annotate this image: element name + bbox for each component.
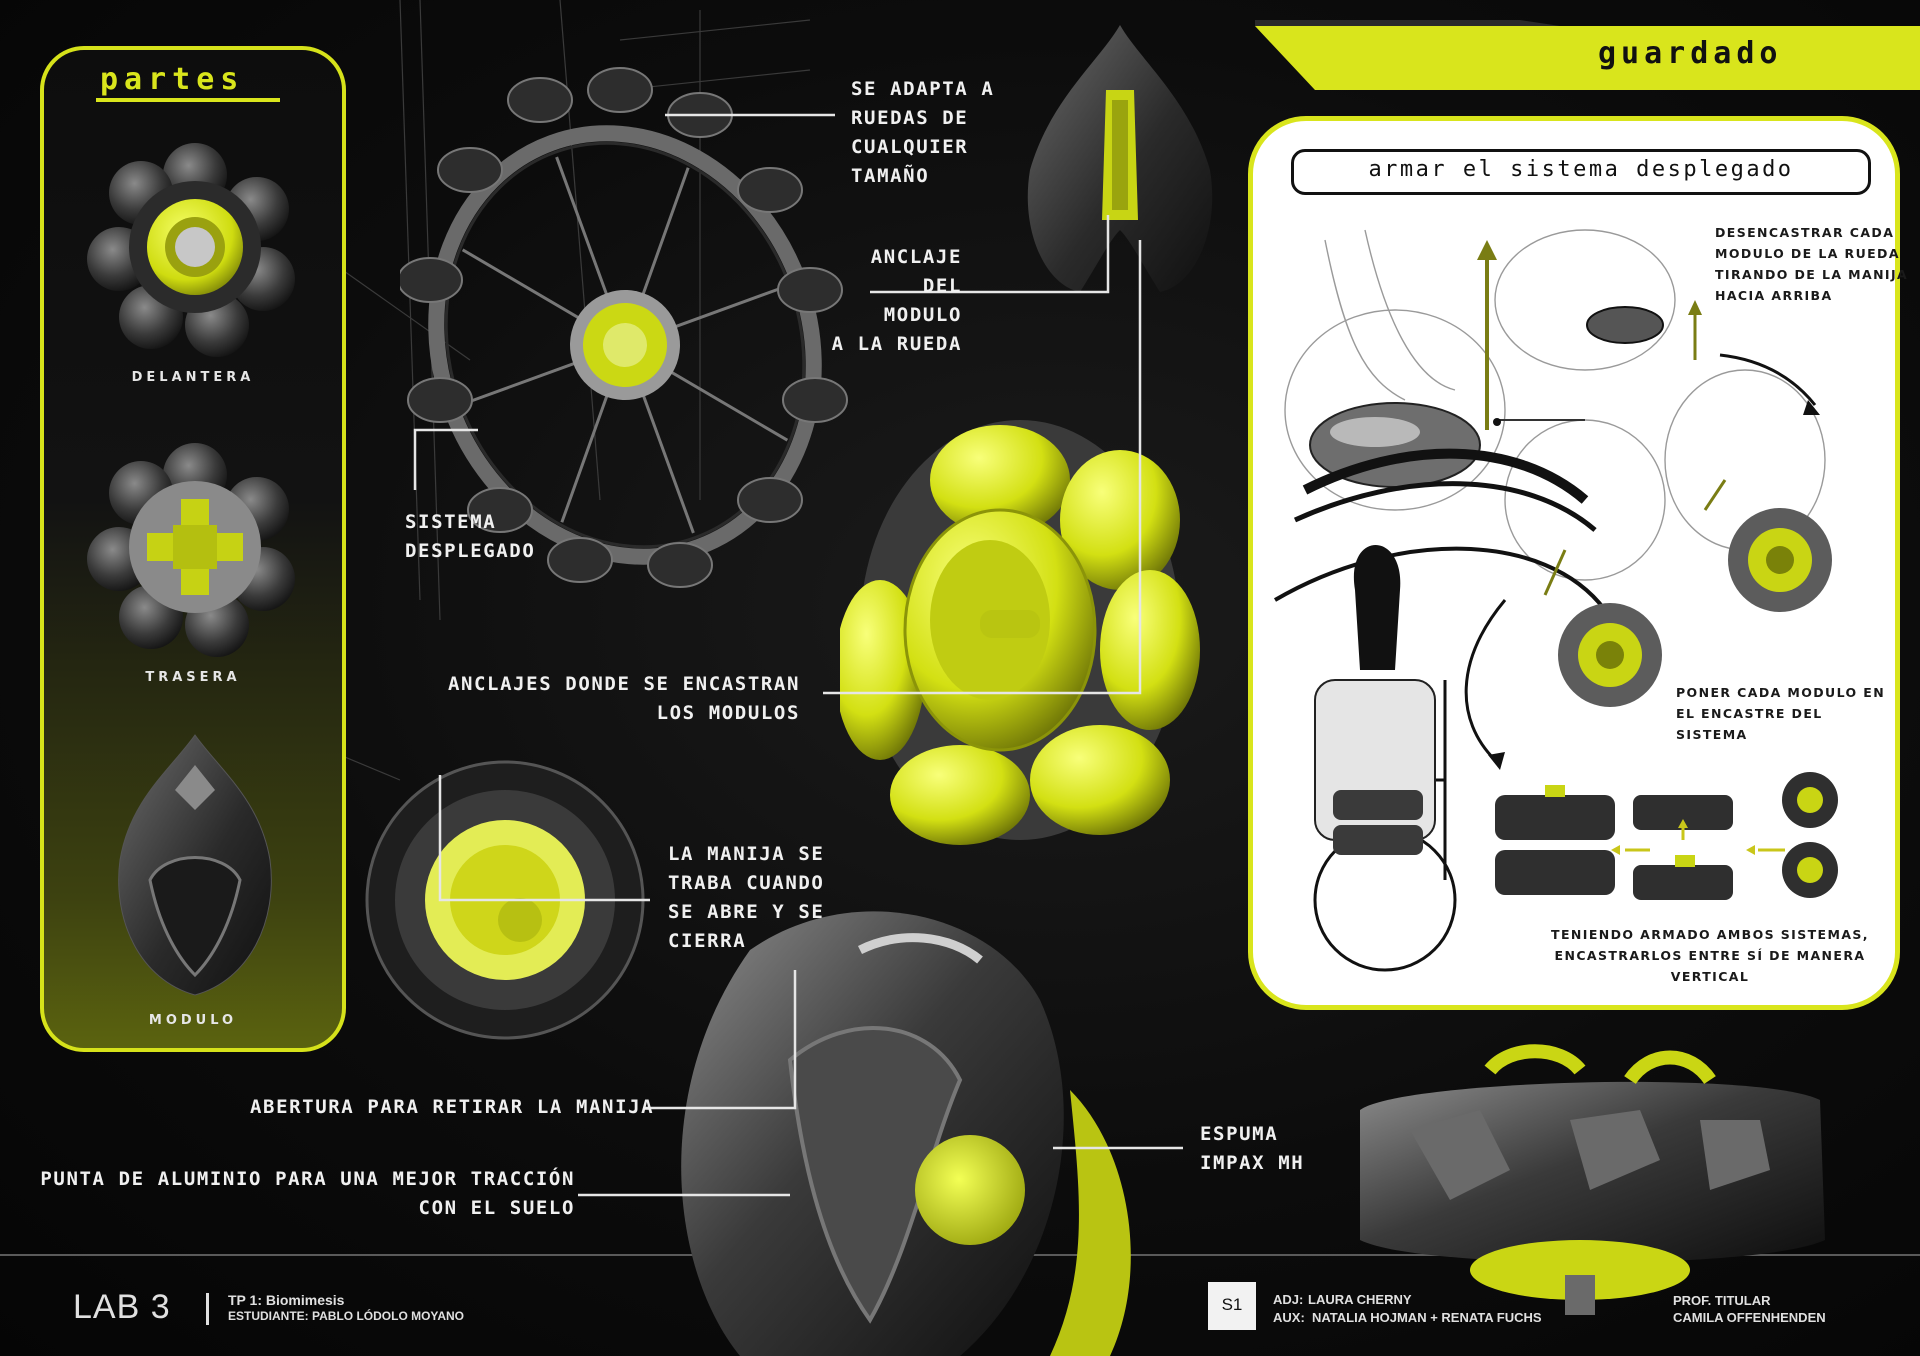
annotation-sistema-desplegado: SISTEMA DESPLEGADO [405, 511, 536, 562]
guardado-step-poner-modulo: PONER CADA MODULO EN EL ENCASTRE DEL SIS… [1676, 685, 1886, 742]
annotation-se-adapta: SE ADAPTA A RUEDAS DE CUALQUIER TAMAÑO [851, 78, 995, 187]
guardado-apilado-render [1360, 1044, 1825, 1315]
guardado-subtitle: armar el sistema desplegado [1368, 157, 1794, 182]
footer-adj-label: ADJ: [1273, 1292, 1304, 1307]
footer-adj-name: LAURA CHERNY [1308, 1292, 1412, 1307]
footer-page-number: S1 [1221, 1295, 1243, 1314]
guardado-subtitle-box [1291, 149, 1871, 195]
guardado-step-desencastrar: DESENCASTRAR CADA MODULO DE LA RUEDA TIR… [1715, 225, 1909, 303]
modulo-detalle-render [681, 911, 1131, 1356]
annotation-punta-aluminio: PUNTA DE ALUMINIO PARA UNA MEJOR TRACCIÓ… [40, 1168, 575, 1219]
footer-student: ESTUDIANTE: PABLO LÓDOLO MOYANO [228, 1309, 465, 1323]
trasera-part-image [87, 443, 295, 657]
partes-title: partes [100, 62, 245, 97]
footer-course: LAB 3 [73, 1288, 171, 1326]
footer-prof-label: PROF. TITULAR [1673, 1293, 1771, 1308]
guardado-sketches [1273, 229, 1838, 972]
modulo-part-image [118, 734, 272, 996]
footer-tp: TP 1: Biomimesis [228, 1292, 345, 1308]
footer-page-box [1208, 1282, 1256, 1330]
footer-aux-names: NATALIA HOJMAN + RENATA FUCHS [1312, 1310, 1542, 1325]
anclajes-modulos-render [840, 420, 1200, 845]
footer-aux-label: AUX: [1273, 1310, 1305, 1325]
part-label-delantera: DELANTERA [131, 370, 255, 385]
sistema-desplegado-illustration [400, 67, 848, 588]
annotation-espuma-impax: ESPUMA IMPAX MH [1200, 1123, 1305, 1174]
guardado-title: guardado [1598, 36, 1783, 71]
guardado-step-encastrar-vertical: TENIENDO ARMADO AMBOS SISTEMAS, ENCASTRA… [1551, 927, 1869, 984]
annotation-abertura-manija: ABERTURA PARA RETIRAR LA MANIJA [250, 1096, 655, 1118]
annotation-anclaje-modulo: ANCLAJE DEL MODULO A LA RUEDA [831, 246, 962, 355]
modulo-anclaje-render [1027, 25, 1213, 292]
footer-prof-name: CAMILA OFFENHENDEN [1673, 1310, 1826, 1325]
part-label-trasera: TRASERA [145, 670, 241, 685]
footer-divider [206, 1293, 209, 1325]
annotation-anclajes-encastran: ANCLAJES DONDE SE ENCASTRAN LOS MODULOS [447, 673, 800, 724]
annotation-manija-traba: LA MANIJA SE TRABA CUANDO SE ABRE Y SE C… [668, 843, 825, 952]
part-label-modulo: MODULO [148, 1013, 238, 1028]
delantera-part-image [87, 143, 295, 357]
partes-title-underline [96, 98, 280, 102]
